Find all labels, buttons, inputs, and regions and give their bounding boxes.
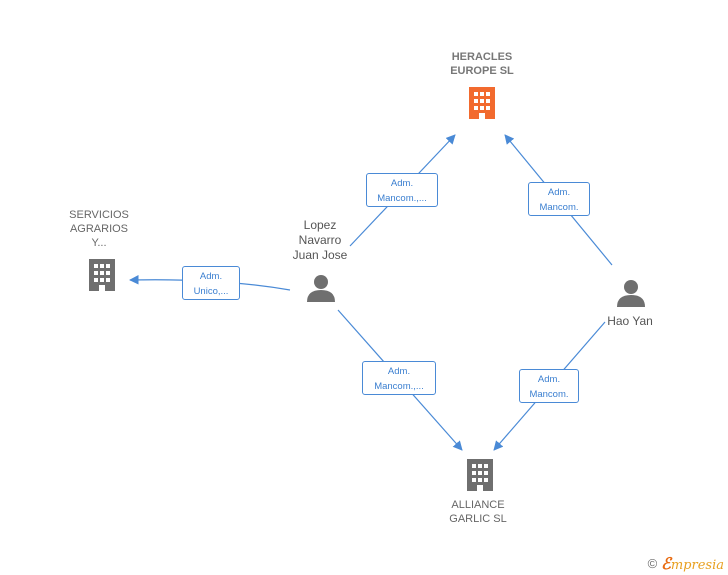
building-icon[interactable]	[86, 258, 118, 292]
building-icon[interactable]	[466, 86, 498, 120]
edge-label-lopez-alliance[interactable]: Adm. Mancom.,...	[362, 361, 436, 395]
copyright-brand: © ℰmpresia	[648, 554, 724, 573]
empresia-logo: ℰmpresia	[661, 554, 724, 573]
edge-label-hao-alliance[interactable]: Adm. Mancom.	[519, 369, 579, 403]
edge-label-lopez-servicios[interactable]: Adm. Unico,...	[182, 266, 240, 300]
edge-label-lopez-heracles[interactable]: Adm. Mancom.,...	[366, 173, 438, 207]
person-label-lopez[interactable]: Lopez Navarro Juan Jose	[292, 218, 348, 262]
person-icon[interactable]	[306, 273, 336, 303]
company-label-heracles[interactable]: HERACLES EUROPE SL	[450, 51, 514, 77]
building-icon[interactable]	[464, 458, 496, 492]
person-icon[interactable]	[616, 278, 646, 308]
edge-label-hao-heracles[interactable]: Adm. Mancom.	[528, 182, 590, 216]
copyright-icon: ©	[647, 556, 658, 571]
company-label-servicios[interactable]: SERVICIOS AGRARIOS Y...	[69, 209, 129, 249]
company-label-alliance[interactable]: ALLIANCE GARLIC SL	[449, 499, 507, 525]
person-label-hao[interactable]: Hao Yan	[607, 314, 653, 328]
